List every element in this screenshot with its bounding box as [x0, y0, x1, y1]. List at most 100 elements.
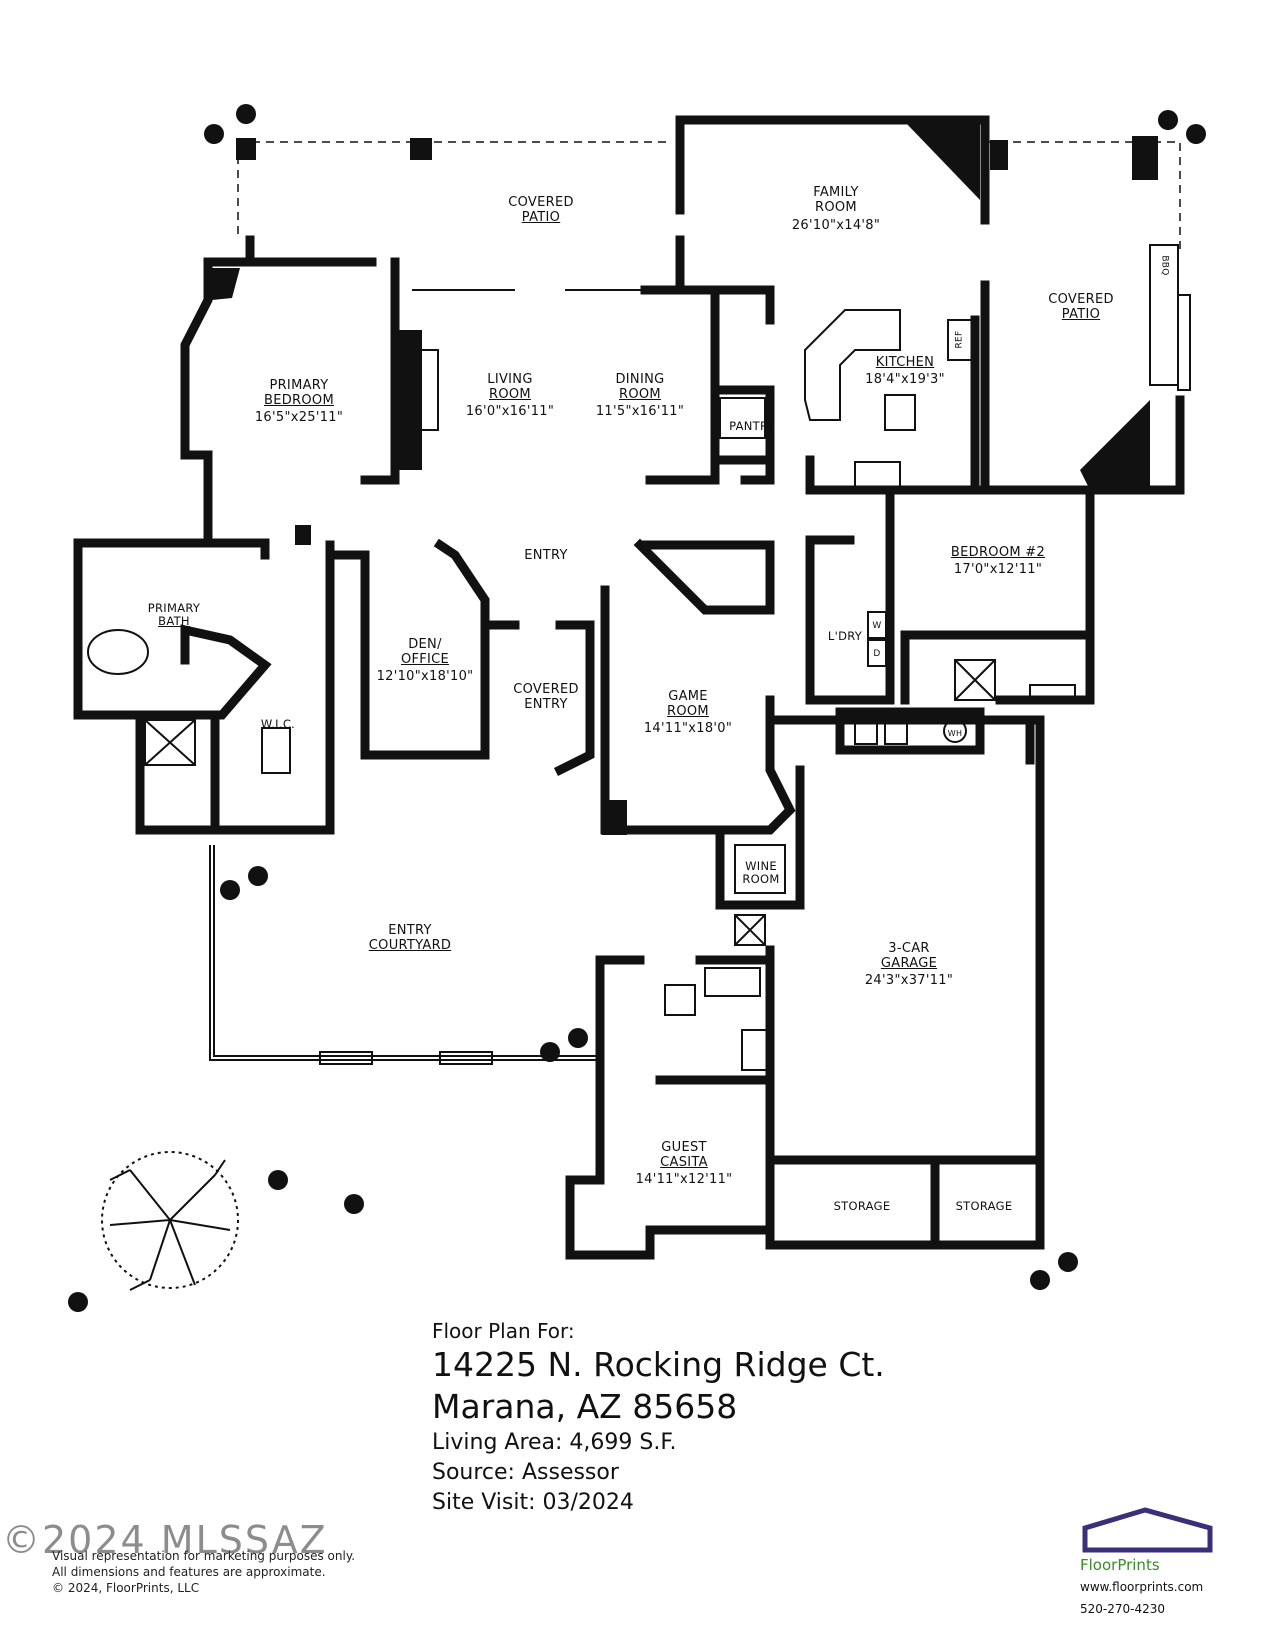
hearth — [419, 349, 439, 431]
wine-rack — [734, 844, 786, 894]
garage-walls — [765, 715, 1045, 1250]
bathtub — [87, 629, 149, 675]
pantry-walls — [710, 385, 775, 485]
column — [602, 800, 627, 835]
shower-drain — [144, 719, 196, 766]
shrub-icon — [68, 104, 1206, 1312]
info-heading: Floor Plan For: — [432, 1319, 575, 1343]
courtyard-wall — [209, 845, 600, 1061]
column — [236, 138, 256, 160]
column — [990, 140, 1008, 170]
wine-room-walls — [715, 765, 805, 910]
room-label-storage-1: STORAGE — [833, 1199, 891, 1213]
disclaimer-line-2: All dimensions and features are approxim… — [52, 1565, 326, 1579]
room-label-pantry: PANTRY — [729, 419, 775, 433]
prep-island — [884, 394, 916, 431]
bedroom2-drain — [954, 659, 996, 701]
shower — [144, 719, 196, 766]
courtyard-gate-left — [319, 1051, 373, 1065]
wic-walls — [135, 550, 335, 835]
covered-entry-walls — [480, 620, 595, 777]
mech-box-x — [734, 914, 766, 946]
range — [854, 461, 901, 489]
mechanical-walls — [835, 707, 985, 755]
source: Source: Assessor — [432, 1460, 619, 1485]
bbq-label: BBQ — [1159, 255, 1170, 276]
family-room-walls — [675, 115, 990, 495]
plan-info: Floor Plan For: 14225 N. Rocking Ridge C… — [432, 1318, 885, 1518]
kitchen-island — [804, 309, 901, 421]
living-walls — [390, 285, 775, 485]
living-area: Living Area: 4,699 S.F. — [432, 1430, 677, 1455]
patio-fireplace — [1080, 400, 1150, 490]
washer-label: W — [872, 621, 882, 631]
ref-label: REF — [954, 330, 965, 349]
address-line-2: Marana, AZ 85658 — [432, 1387, 738, 1426]
casita-tub — [704, 967, 761, 997]
disclaimer-line-1: Visual representation for marketing purp… — [52, 1549, 356, 1563]
column — [295, 525, 311, 545]
patio-north-outline — [237, 141, 670, 238]
room-label-wic: W.I.C. — [260, 717, 296, 731]
patio-east-outline — [985, 141, 1181, 250]
casita-vanity — [741, 1029, 768, 1071]
logo-roof-icon — [1082, 1507, 1213, 1553]
bedroom2-walls — [900, 485, 1095, 705]
column — [1132, 136, 1158, 180]
disclaimer-line-3: © 2024, FloorPrints, LLC — [52, 1581, 200, 1595]
primary-bedroom-walls — [180, 235, 400, 540]
column — [410, 138, 432, 160]
pantry-shelf — [719, 397, 766, 439]
watermark: ©2024 MLSSAZ — [2, 1518, 328, 1562]
fireplace — [905, 122, 980, 200]
laundry-walls — [805, 485, 895, 705]
tree-icon — [101, 1151, 239, 1291]
room-label-entry: ENTRY — [524, 548, 568, 563]
wh-label: WH — [947, 729, 963, 738]
storage-walls — [765, 1155, 1045, 1250]
courtyard-gate-right — [439, 1051, 493, 1065]
patio-east-walls — [980, 395, 1185, 495]
primary-bath-walls — [73, 538, 272, 835]
mech-box — [734, 914, 766, 946]
dryer — [867, 639, 887, 667]
bedroom-corner — [212, 268, 240, 300]
refrigerator — [947, 319, 973, 361]
logo-brand: FloorPrints — [1080, 1556, 1160, 1574]
bedroom2-vanity — [1029, 684, 1076, 704]
disclaimer: Visual representation for marketing purp… — [52, 1548, 355, 1596]
casita-shower — [664, 984, 696, 1016]
wic-island — [261, 727, 291, 774]
logo-phone: 520-270-4230 — [1080, 1602, 1166, 1616]
dryer-label: D — [873, 649, 881, 659]
floorprints-logo: FloorPrints www.floorprints.com 520-270-… — [1080, 1556, 1220, 1616]
washer — [867, 611, 887, 639]
casita-walls — [565, 955, 775, 1260]
bbq-ledge — [1177, 294, 1191, 391]
room-label-storage-2: STORAGE — [955, 1199, 1013, 1213]
living-fireplace — [392, 330, 422, 470]
bedroom2-shower — [954, 659, 996, 701]
address-line-1: 14225 N. Rocking Ridge Ct. — [432, 1345, 885, 1384]
room-label-laundry: L'DRY — [827, 629, 863, 643]
site-visit: Site Visit: 03/2024 — [432, 1490, 634, 1515]
logo-website: www.floorprints.com — [1080, 1580, 1204, 1594]
game-room-walls — [600, 538, 796, 835]
